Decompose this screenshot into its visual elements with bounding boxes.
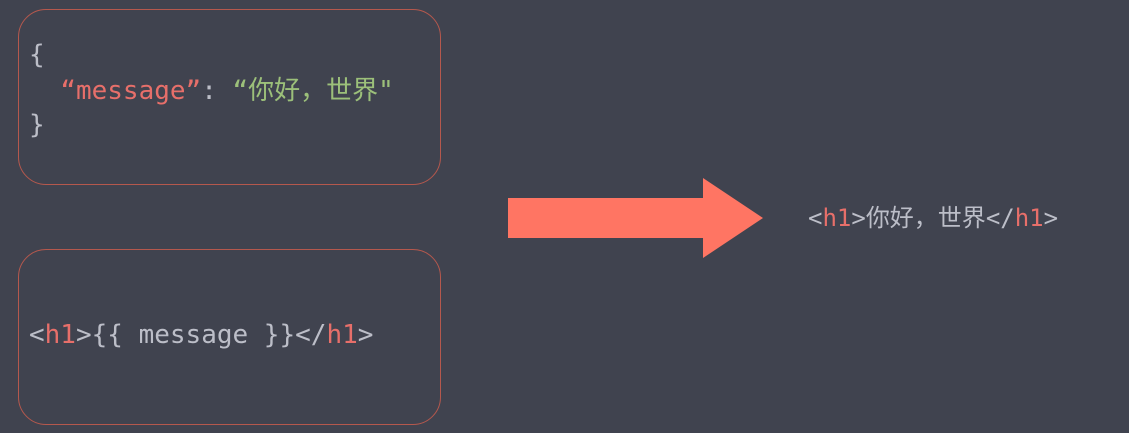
result-close-lt: </ <box>985 204 1015 232</box>
result-open-lt: < <box>808 204 823 232</box>
template-close-tag: h1 <box>326 320 358 350</box>
result-text: 你好，世界 <box>865 204 986 232</box>
result-open-gt: > <box>851 204 866 232</box>
data-open-brace: { <box>29 40 45 70</box>
result-close-tag: h1 <box>1014 204 1044 232</box>
template-box: <h1>{{ message }}</h1> <box>18 249 441 425</box>
rendered-result: <h1>你好，世界</h1> <box>808 203 1058 233</box>
data-property-line: “message”: “你好，世界" <box>29 76 394 106</box>
template-line: <h1>{{ message }}</h1> <box>29 320 373 350</box>
data-object-box: { “message”: “你好，世界" } <box>18 9 441 185</box>
template-close-gt: > <box>357 320 374 350</box>
result-open-tag: h1 <box>822 204 852 232</box>
arrow-shape <box>508 178 763 258</box>
colon: : <box>201 76 233 106</box>
result-close-gt: > <box>1043 204 1059 232</box>
message-key: “message” <box>60 76 202 106</box>
template-open-lt: < <box>29 320 45 350</box>
data-close-brace: } <box>29 110 45 140</box>
close-brace: } <box>29 110 45 140</box>
template-open-gt: > <box>75 320 92 350</box>
message-value: “你好，世界" <box>232 76 394 106</box>
open-brace: { <box>29 40 45 70</box>
template-mustache: {{ message }} <box>91 320 296 350</box>
template-close-lt: </ <box>295 320 327 350</box>
right-arrow-icon <box>508 178 763 258</box>
template-open-tag: h1 <box>44 320 76 350</box>
